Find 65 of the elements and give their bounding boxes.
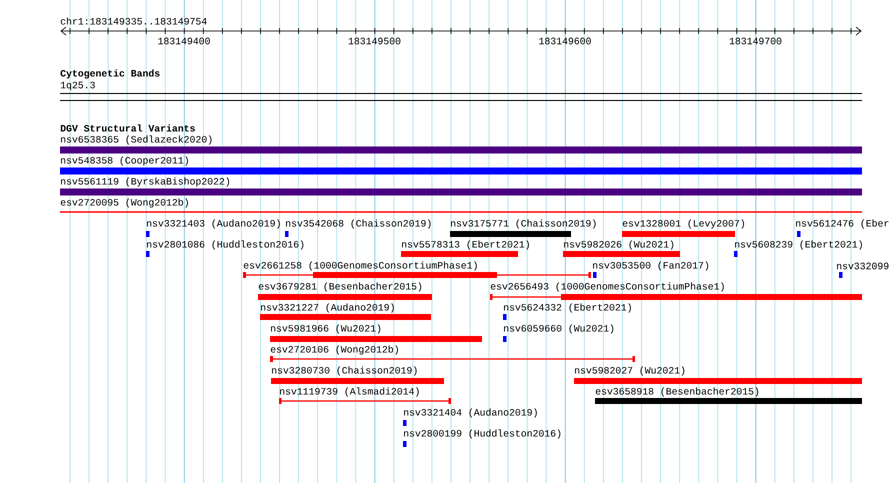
- node-label: esv2720106 (Wong2012b): [270, 345, 398, 355]
- variant-feature: nsv1119739 (Alsmadi2014): [279, 387, 451, 404]
- node-label: nsv3542068 (Chaisson2019): [286, 219, 431, 229]
- variant-feature: nsv5612476 (Eber: [796, 219, 888, 237]
- node-label: esv2661258 (1000GenomesConsortiumPhase1): [244, 261, 477, 271]
- variant-feature: nsv5624332 (Ebert2021): [503, 303, 631, 320]
- node-label: nsv5981966 (Wu2021): [271, 324, 380, 334]
- variant-feature: esv2720106 (Wong2012b): [270, 345, 635, 362]
- variant-feature: nsv5561119 (ByrskaBishop2022): [60, 177, 862, 196]
- node-label: nsv5578313 (Ebert2021): [402, 240, 529, 250]
- variant-feature: nsv332099: [837, 262, 888, 278]
- coordinate-label: chr1:183149335..183149754: [60, 17, 207, 25]
- variant-feature: esv3658918 (Besenbacher2015): [595, 387, 862, 404]
- variant-feature: nsv2800199 (Huddleston2016): [403, 429, 560, 447]
- node-label: nsv6059660 (Wu2021): [504, 324, 614, 334]
- node-label: nsv2800199 (Huddleston2016): [404, 429, 560, 439]
- node-label: nsv332099: [837, 262, 888, 270]
- node-label: esv2720095 (Wong2012b): [60, 198, 188, 208]
- variant-feature: nsv3321404 (Audano2019): [403, 408, 537, 426]
- variant-feature: nsv3321227 (Audano2019): [260, 303, 431, 320]
- node-label: nsv6538365 (Sedlazeck2020): [61, 135, 212, 145]
- node-label: esv2656493 (1000GenomesConsortiumPhase1): [490, 282, 724, 292]
- variant-feature: nsv6538365 (Sedlazeck2020): [60, 135, 862, 154]
- tick-label: 183149600: [539, 38, 591, 44]
- node-label: nsv1119739 (Alsmadi2014): [280, 387, 419, 397]
- node-label: nsv2801086 (Huddleston2016): [147, 240, 304, 250]
- node-label: nsv3321404 (Audano2019): [404, 408, 537, 418]
- variant-feature: nsv3053500 (Fan2017): [593, 261, 708, 278]
- variant-feature: nsv3542068 (Chaisson2019): [285, 219, 431, 237]
- variant-feature: nsv5982026 (Wu2021): [563, 240, 680, 257]
- variant-feature: nsv6059660 (Wu2021): [503, 324, 614, 342]
- node-label: nsv5608239 (Ebert2021): [735, 240, 862, 250]
- node-label: nsv3280730 (Chaisson2019): [272, 366, 417, 376]
- variant-feature: esv1328001 (Levy2007): [622, 219, 744, 237]
- track-heading: DGV Structural Variants: [60, 124, 195, 132]
- tick-label: 183149400: [158, 38, 210, 44]
- node-label: esv3679281 (Besenbacher2015): [258, 282, 422, 292]
- node-label: nsv5612476 (Eber: [796, 219, 888, 229]
- node-label: nsv5561119 (ByrskaBishop2022): [61, 177, 230, 187]
- tick-label: 183149700: [730, 38, 782, 44]
- variant-feature: nsv3280730 (Chaisson2019): [271, 366, 444, 384]
- variant-feature: nsv3321403 (Audano2019): [146, 219, 280, 237]
- variant-feature: nsv5981966 (Wu2021): [270, 324, 482, 342]
- variant-feature: esv3679281 (Besenbacher2015): [258, 282, 432, 300]
- node-label: esv1328001 (Levy2007): [622, 219, 744, 229]
- node-label: nsv548358 (Cooper2011): [61, 156, 188, 166]
- node-label: esv3658918 (Besenbacher2015): [596, 387, 758, 397]
- variant-feature: esv2720095 (Wong2012b): [60, 198, 862, 213]
- variant-feature: esv2661258 (1000GenomesConsortiumPhase1): [243, 261, 591, 278]
- variant-feature: nsv5578313 (Ebert2021): [401, 240, 529, 257]
- node-label: nsv3321403 (Audano2019): [147, 219, 280, 229]
- variant-feature: nsv2801086 (Huddleston2016): [146, 240, 304, 257]
- node-label: nsv5982026 (Wu2021): [564, 240, 674, 250]
- variant-feature: nsv5608239 (Ebert2021): [734, 240, 862, 257]
- node-label: nsv3175771 (Chaisson2019): [451, 219, 596, 229]
- band-box: 1q25.3: [60, 82, 862, 101]
- tick-label: 183149500: [348, 38, 400, 44]
- variant-feature: nsv3175771 (Chaisson2019): [450, 219, 596, 237]
- variant-feature: esv2656493 (1000GenomesConsortiumPhase1): [490, 282, 862, 300]
- node-label: nsv5624332 (Ebert2021): [504, 303, 631, 313]
- node-label: nsv5982027 (Wu2021): [575, 366, 684, 376]
- node-label: nsv3321227 (Audano2019): [261, 303, 394, 313]
- variant-feature: nsv5982027 (Wu2021): [574, 366, 862, 384]
- node-label: nsv3053500 (Fan2017): [593, 261, 708, 271]
- variant-feature: nsv548358 (Cooper2011): [60, 156, 862, 174]
